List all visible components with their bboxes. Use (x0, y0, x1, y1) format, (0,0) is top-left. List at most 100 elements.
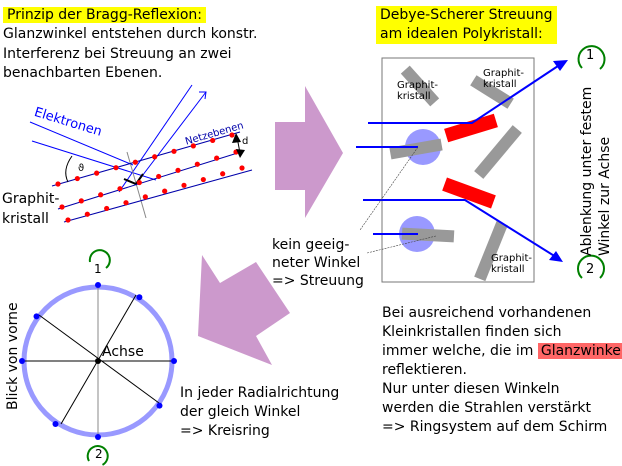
atom-dot (65, 217, 71, 223)
ring-dot (52, 421, 59, 428)
atom-dot (98, 192, 104, 198)
bragg-title: Prinzip der Bragg-Reflexion: (3, 6, 206, 24)
atom-dot (123, 200, 129, 206)
atom-dot (78, 198, 84, 204)
atom-dot (94, 170, 100, 176)
front-marker-2-label: 2 (95, 447, 103, 461)
lattice-plane-1 (51, 131, 241, 187)
atom-dot (220, 171, 226, 177)
note-line: => Streuung (272, 273, 364, 289)
conclusion-line: => Ringsystem auf dem Schirm (382, 419, 608, 435)
center-point (95, 358, 101, 364)
note-line: neter Winkel (272, 255, 361, 271)
reflected-arrowhead (199, 91, 207, 100)
front-marker-1-circle (88, 249, 111, 269)
ring-dot (95, 434, 101, 440)
crystal-red (444, 113, 498, 143)
crystal-label-line: kristall (397, 91, 431, 102)
atom-dot (239, 165, 245, 171)
caption-line: => Kreisring (180, 423, 270, 439)
note-line: kein geeig- (272, 237, 350, 253)
atom-dot (200, 176, 206, 183)
atom-dot (152, 154, 158, 160)
bragg-desc-line: Glanzwinkel entstehen durch konstr. (3, 26, 258, 42)
big-arrow-right (275, 86, 343, 218)
marker-2-label: 2 (586, 262, 595, 277)
bragg-desc-line: benachbarten Ebenen. (3, 65, 163, 81)
conclusion-line: Nur unter diesen Winkeln (382, 381, 560, 397)
atom-dot (104, 205, 110, 212)
debye-title-line: Debye-Scherer Streuung (376, 6, 557, 25)
lattice-plane-2 (57, 150, 245, 210)
caption-line: In jeder Radialrichtung (180, 385, 340, 401)
ring-dot (136, 294, 143, 301)
ring-dot (156, 402, 163, 409)
crystal-label-line: kristall (491, 264, 525, 275)
ring-dot (95, 282, 101, 288)
front-marker-1-label: 1 (94, 262, 102, 276)
conclusion-line: Kleinkristallen finden sich (382, 324, 562, 340)
path-difference-marker (123, 173, 144, 186)
atoms-group (55, 132, 245, 223)
beam-reflected-up (368, 63, 562, 124)
pointer-line (359, 146, 419, 231)
atom-dot (117, 186, 123, 192)
beam-reflected-down (363, 199, 557, 258)
atom-dot (59, 204, 65, 210)
side-label-line: Ablenkung unter festem (579, 86, 595, 256)
spacing-label: d (242, 136, 249, 147)
ring-dot (171, 358, 177, 364)
front-marker-2-circle (86, 445, 109, 466)
atom-dot (136, 179, 142, 186)
conclusion-line: immer welche, die im Glanzwinkel (382, 342, 622, 361)
atom-dot (142, 194, 148, 200)
front-view-diagram (19, 249, 177, 466)
crystal-gray (401, 227, 455, 243)
beam-arrowhead-2 (549, 251, 563, 262)
angle-label: ϑ (78, 163, 85, 174)
caption-line: der gleich Winkel (180, 404, 301, 420)
marker-2-circle (577, 254, 605, 279)
marker-1-circle (577, 45, 606, 70)
atom-dot (210, 137, 216, 144)
debye-title-line: am idealen Polykristall: (376, 25, 557, 44)
front-view-side-label: Blick von vorne (5, 302, 21, 410)
side-label-line: Winkel zur Achse (597, 136, 613, 256)
crystal-gray (474, 125, 522, 179)
atom-dot (162, 188, 168, 194)
marker-1-label: 1 (586, 48, 595, 63)
atom-dot (55, 181, 61, 187)
crystal-label-line: Graphit- (491, 253, 532, 264)
atom-dot (214, 155, 220, 161)
atom-dot (194, 161, 200, 167)
crystal-label-3: Graphit-kristall (491, 253, 532, 275)
crystal-gray (470, 75, 514, 109)
conclusion-line: werden die Strahlen verstärkt (382, 400, 592, 416)
graphite-crystal-label: kristall (2, 211, 49, 227)
atom-dot (229, 132, 235, 138)
spacing-arrowhead-up (232, 133, 241, 143)
crystal-label-1: Graphit-kristall (397, 80, 438, 102)
debye-title: Debye-Scherer Streuung am idealen Polykr… (376, 6, 557, 44)
incident-beam-2 (31, 140, 157, 181)
polycrystal-box (356, 57, 568, 283)
atom-dot (181, 182, 187, 188)
crystal-red (442, 177, 496, 209)
atom-dot (74, 175, 80, 182)
atom-dot (190, 143, 196, 149)
ring-dot (19, 358, 25, 364)
atom-dot (175, 167, 181, 173)
conclusion-line: Bei ausreichend vorhandenen (382, 305, 592, 321)
crystal-label-2: Graphit-kristall (483, 68, 524, 90)
bragg-diagram (29, 84, 253, 223)
lattice-plane-3 (63, 169, 253, 223)
crystal-gray (474, 220, 508, 282)
spacing-arrowhead-down (236, 149, 245, 158)
reflected-beam-1 (118, 84, 193, 193)
bragg-title-text: Prinzip der Bragg-Reflexion: (3, 7, 206, 23)
no-angle-note: kein geeig- neter Winkel => Streuung (272, 236, 364, 290)
crystal-label-line: Graphit- (397, 80, 438, 91)
glanzwinkel-highlight: Glanzwinkel (537, 343, 622, 359)
angle-arc (65, 155, 73, 183)
